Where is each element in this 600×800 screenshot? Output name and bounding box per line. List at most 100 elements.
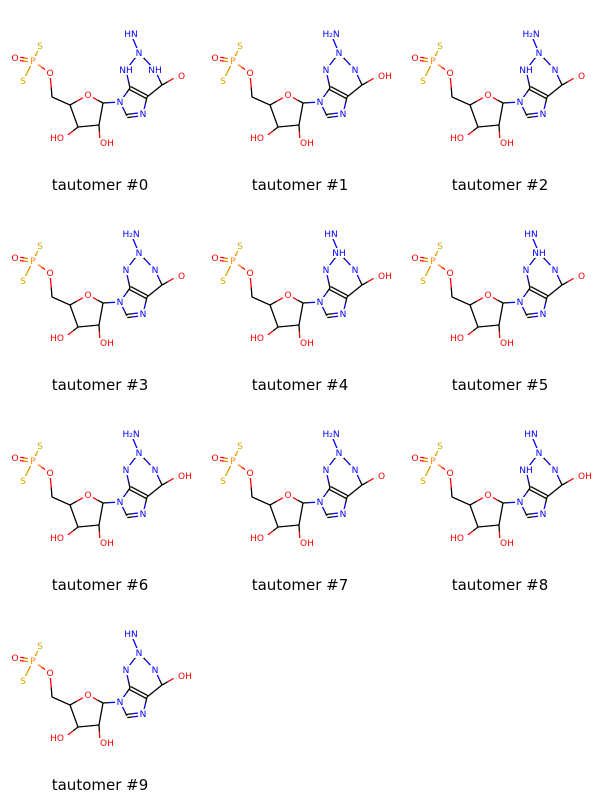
atom-label-background — [577, 271, 587, 281]
bond-segment — [223, 260, 228, 263]
atom-label-s-top: S — [437, 42, 443, 52]
bond-segment — [469, 504, 475, 517]
atom-label-oh-2: OH — [100, 539, 114, 549]
bond-segment — [220, 456, 225, 459]
bond-segment — [126, 274, 130, 282]
atom-label-o-double: O — [211, 454, 218, 464]
atom-label-background — [338, 309, 348, 319]
bond-segment — [137, 693, 147, 699]
atom-label-top-n: N — [536, 49, 543, 59]
bond-segment — [337, 493, 347, 499]
bond-segment — [332, 438, 337, 447]
atom-label-background — [126, 629, 136, 639]
atom-label-o-ester: O — [246, 469, 253, 479]
bond-segment — [358, 479, 363, 486]
bond-segment — [24, 470, 29, 477]
atom-label-ring-n1: N — [352, 466, 359, 476]
bond-segment — [128, 259, 135, 267]
bond-segment — [24, 270, 29, 277]
bond-segment — [73, 315, 79, 328]
bond-segment — [251, 496, 262, 502]
bond-segment — [73, 115, 79, 128]
atom-label-oh-2: OH — [500, 139, 514, 149]
bond-segment — [338, 290, 349, 297]
bond-segment — [51, 296, 62, 302]
atom-label-background — [177, 671, 187, 681]
bond-segment — [132, 715, 139, 718]
atom-label-ring-n7: N — [540, 510, 547, 520]
bond-segment — [72, 726, 79, 732]
bond-segment — [125, 87, 131, 94]
bond-segment — [34, 253, 38, 257]
bond-segment — [35, 650, 39, 654]
atom-label-background — [177, 71, 187, 81]
bond-segment — [420, 56, 425, 59]
atom-label-s-bottom: S — [220, 477, 226, 487]
bond-segment — [298, 513, 302, 526]
bond-segment — [469, 100, 478, 106]
atom-label-exo-o: OH — [378, 72, 392, 82]
bond-segment — [332, 512, 338, 515]
atom-label-background — [10, 53, 20, 63]
atom-label-ring-n3: N — [123, 466, 130, 476]
atom-label-background — [410, 453, 420, 463]
bond-segment — [567, 477, 574, 483]
bond-segment — [451, 296, 462, 302]
atom-label-ring-n9: N — [517, 98, 524, 108]
bond-segment — [127, 281, 131, 289]
atom-label-background — [35, 441, 45, 451]
atom-label-background — [534, 48, 544, 58]
atom-label-o-ring: O — [284, 91, 291, 101]
atom-label-ring-n3: N — [323, 266, 330, 276]
atom-label-background — [435, 241, 445, 251]
bond-segment — [250, 287, 253, 298]
bond-segment — [130, 486, 140, 492]
atom-label-ring-n9: N — [117, 498, 124, 508]
bond-segment — [356, 474, 361, 481]
atom-label-o-ring: O — [84, 291, 91, 301]
bond-segment — [469, 300, 478, 306]
atom-label-background — [138, 309, 148, 319]
bond-segment — [556, 474, 561, 481]
atom-label-background — [515, 297, 525, 307]
atom-label-background — [315, 497, 325, 507]
bond-segment — [128, 659, 135, 667]
atom-label-background — [218, 276, 228, 286]
bond-segment — [34, 653, 38, 657]
atom-label-background — [54, 533, 64, 543]
bond-segment — [423, 260, 428, 263]
atom-label-top-n: NH — [532, 249, 546, 259]
atom-label-ring-n3: NH — [519, 466, 533, 476]
bond-segment — [126, 713, 133, 716]
atom-label-background — [115, 697, 125, 707]
bond-segment — [527, 516, 533, 519]
bond-segment — [344, 496, 348, 504]
atom-label-p: P — [230, 257, 236, 267]
atom-label-o-ring: O — [84, 491, 91, 501]
atom-label-background — [326, 429, 336, 439]
bond-segment — [24, 257, 29, 260]
bond-segment — [450, 87, 453, 98]
atom-label-background — [45, 268, 55, 278]
atom-label-o-ring: O — [284, 291, 291, 301]
atom-label-background — [299, 138, 309, 148]
bond-segment — [250, 87, 253, 98]
bond-segment — [460, 500, 471, 506]
atom-label-background — [445, 68, 455, 78]
atom-label-ring-n7: N — [140, 710, 147, 720]
atom-label-top-n: N — [136, 649, 143, 659]
bond-segment — [143, 302, 147, 310]
atom-label-background — [35, 241, 45, 251]
bond-segment — [325, 287, 331, 294]
atom-label-background — [538, 509, 548, 519]
atom-label-ring-n1: N — [552, 466, 559, 476]
bond-segment — [292, 296, 299, 301]
atom-label-s-bottom: S — [20, 77, 26, 87]
bond-segment — [73, 515, 79, 528]
atom-label-o-double: O — [11, 54, 18, 64]
bond-segment — [419, 459, 424, 462]
bond-segment — [49, 677, 52, 688]
bond-segment — [497, 99, 504, 104]
